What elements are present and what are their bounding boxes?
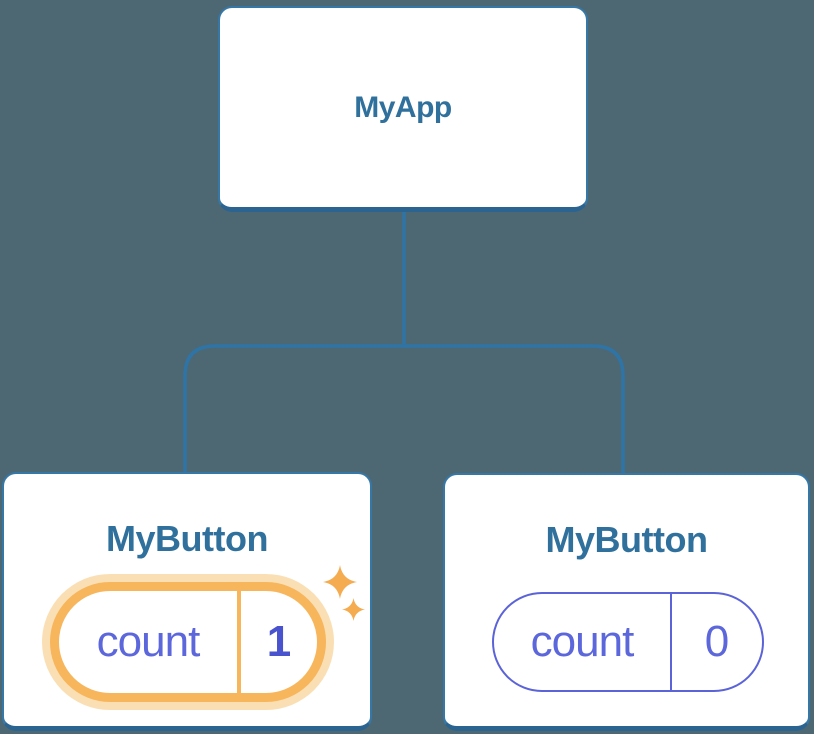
state-key: count	[530, 617, 635, 666]
component-node-mybutton-2: MyButton count 0	[443, 473, 810, 731]
component-label: MyApp	[354, 90, 452, 124]
state-pill-divider	[237, 591, 241, 693]
state-key: count	[96, 617, 201, 666]
state-key-section: count	[494, 594, 670, 690]
component-label: MyButton	[106, 518, 268, 559]
state-pill: count 0	[492, 592, 764, 692]
state-value: 0	[704, 617, 730, 666]
sparkle-icon	[323, 565, 357, 599]
state-key-section: count	[59, 591, 237, 693]
component-node-myapp: MyApp	[218, 6, 588, 212]
state-value-section: 0	[672, 594, 762, 690]
state-pill-divider	[670, 594, 672, 690]
component-node-mybutton-1: MyButton count 1	[2, 472, 372, 731]
component-label: MyButton	[545, 519, 708, 560]
state-value-section: 1	[241, 591, 317, 693]
sparkle-icon	[342, 598, 365, 621]
children-bracket-line	[183, 344, 625, 476]
state-pill-highlighted: count 1	[50, 582, 326, 702]
state-value: 1	[266, 617, 292, 666]
